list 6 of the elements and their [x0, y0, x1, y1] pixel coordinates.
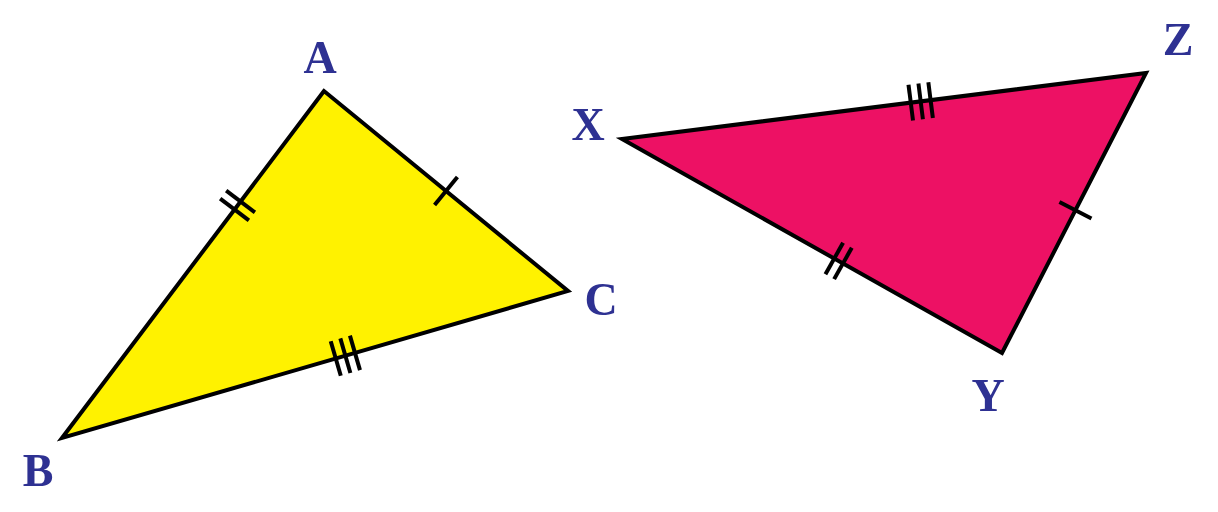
vertex-label: Z — [1162, 17, 1194, 63]
vertex-label: B — [22, 448, 54, 494]
vertex-label: A — [303, 35, 337, 81]
vertex-label: X — [571, 102, 605, 148]
vertex-label: C — [584, 277, 618, 323]
vertex-label: Y — [971, 373, 1005, 419]
